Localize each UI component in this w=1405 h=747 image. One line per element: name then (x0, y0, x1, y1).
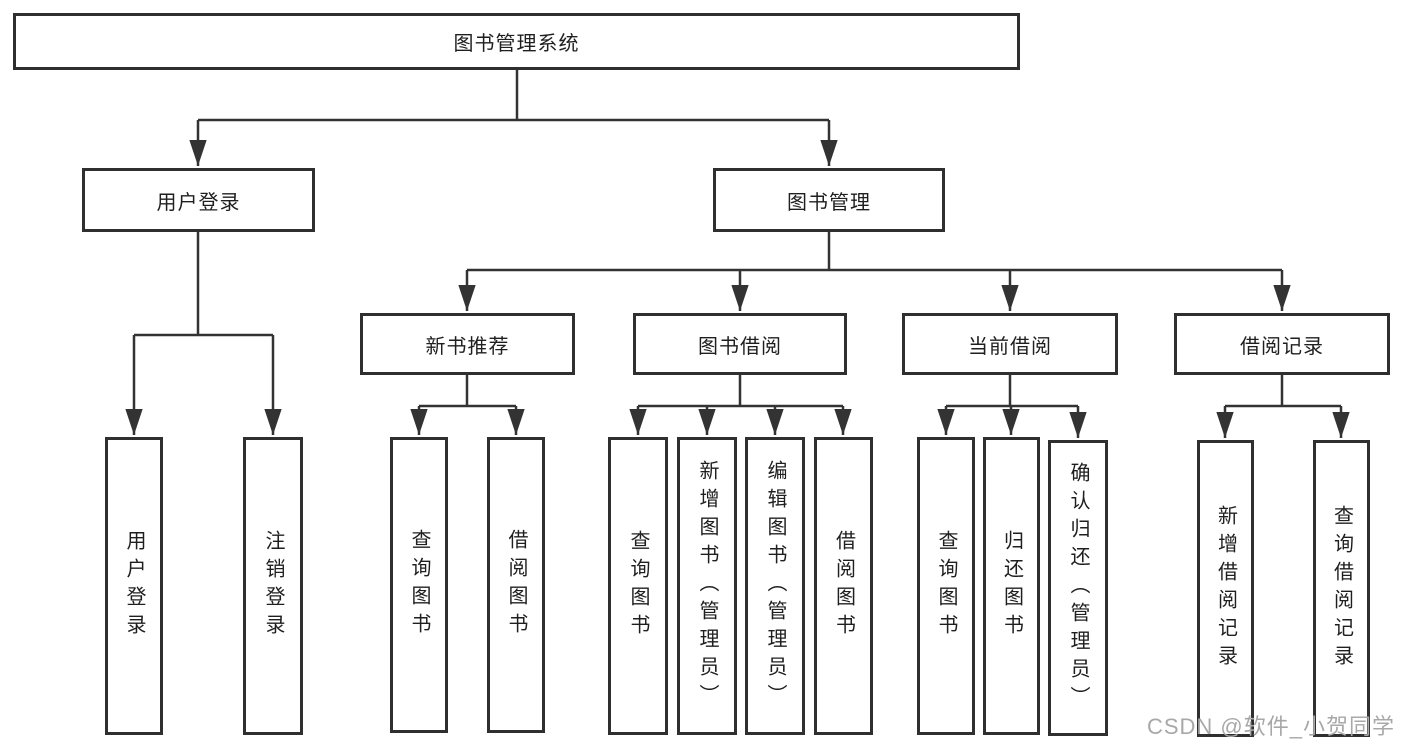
leaf-query-borrow-record: 查询借阅记录 (1313, 440, 1370, 737)
node-user-login: 用户登录 (82, 168, 315, 232)
watermark: CSDN @软件_小贺同学 (1146, 714, 1395, 739)
leaf-borrow-books-recommend: 借阅图书 (487, 437, 545, 733)
leaf-query-books-borrow: 查询图书 (608, 437, 668, 735)
node-book-borrow: 图书借阅 (633, 313, 847, 375)
leaf-confirm-return-admin: 确认归还（管理员） (1048, 440, 1108, 736)
node-new-book-recommend: 新书推荐 (360, 313, 575, 375)
leaf-logout: 注销登录 (243, 437, 303, 735)
leaf-query-books-recommend: 查询图书 (390, 437, 448, 733)
leaf-borrow-books: 借阅图书 (814, 437, 873, 735)
node-current-borrow: 当前借阅 (902, 313, 1118, 375)
leaf-user-login: 用户登录 (105, 437, 163, 735)
node-borrow-records: 借阅记录 (1174, 313, 1390, 375)
node-library-system: 图书管理系统 (13, 13, 1020, 70)
leaf-add-book-admin: 新增图书（管理员） (677, 437, 737, 735)
leaf-return-book: 归还图书 (983, 437, 1040, 735)
leaf-query-books-current: 查询图书 (917, 437, 975, 735)
leaf-edit-book-admin: 编辑图书（管理员） (745, 437, 805, 735)
node-book-management: 图书管理 (713, 168, 945, 232)
leaf-add-borrow-record: 新增借阅记录 (1197, 440, 1254, 737)
